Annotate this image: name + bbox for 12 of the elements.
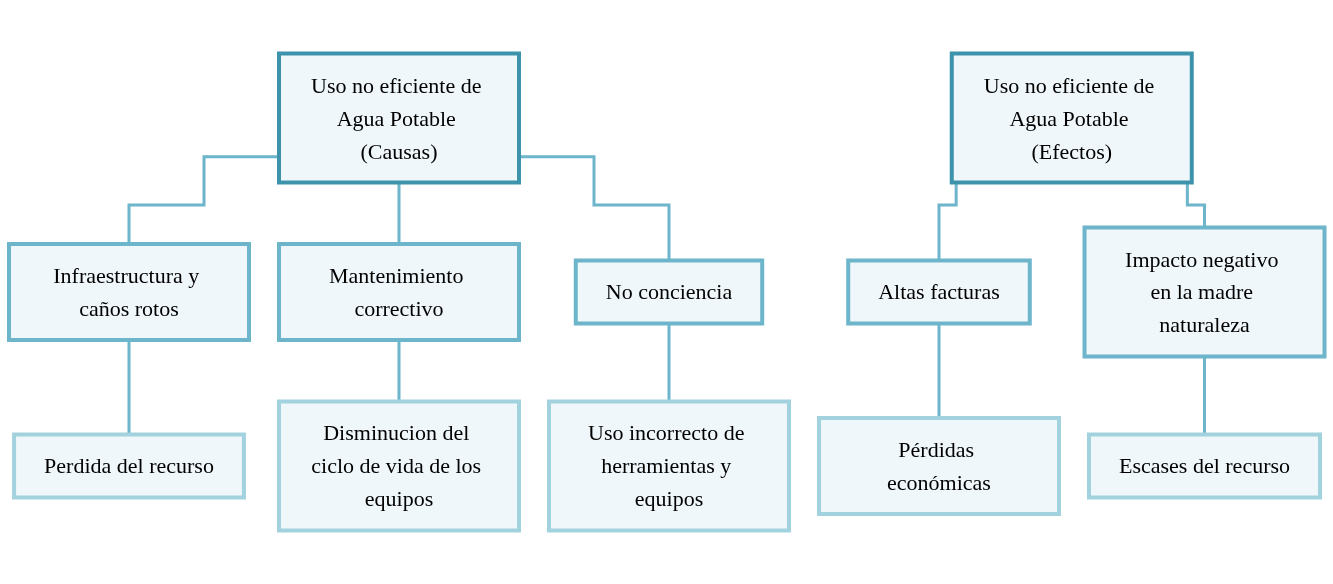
- node-box: Mantenimiento correctivo: [276, 242, 521, 342]
- node-box: Uso incorrecto de herramientas y equipos: [546, 399, 791, 533]
- node-box: Uso no eficiente de Agua Potable (Efectos): [949, 51, 1194, 185]
- node-box: Disminucion del ciclo de vida de los equipos: [276, 399, 521, 533]
- node-box: Altas facturas: [845, 258, 1032, 326]
- node-box: Perdida del recurso: [11, 432, 246, 500]
- node-box: Pérdidas económicas: [816, 416, 1061, 516]
- node-box: Infraestructura y caños rotos: [6, 242, 251, 342]
- node-box: No conciencia: [573, 258, 764, 326]
- node-box: Impacto negativo en la madre naturaleza: [1082, 225, 1327, 359]
- node-box: Escases del recurso: [1086, 432, 1322, 500]
- node-box: Uso no eficiente de Agua Potable (Causas): [276, 51, 521, 185]
